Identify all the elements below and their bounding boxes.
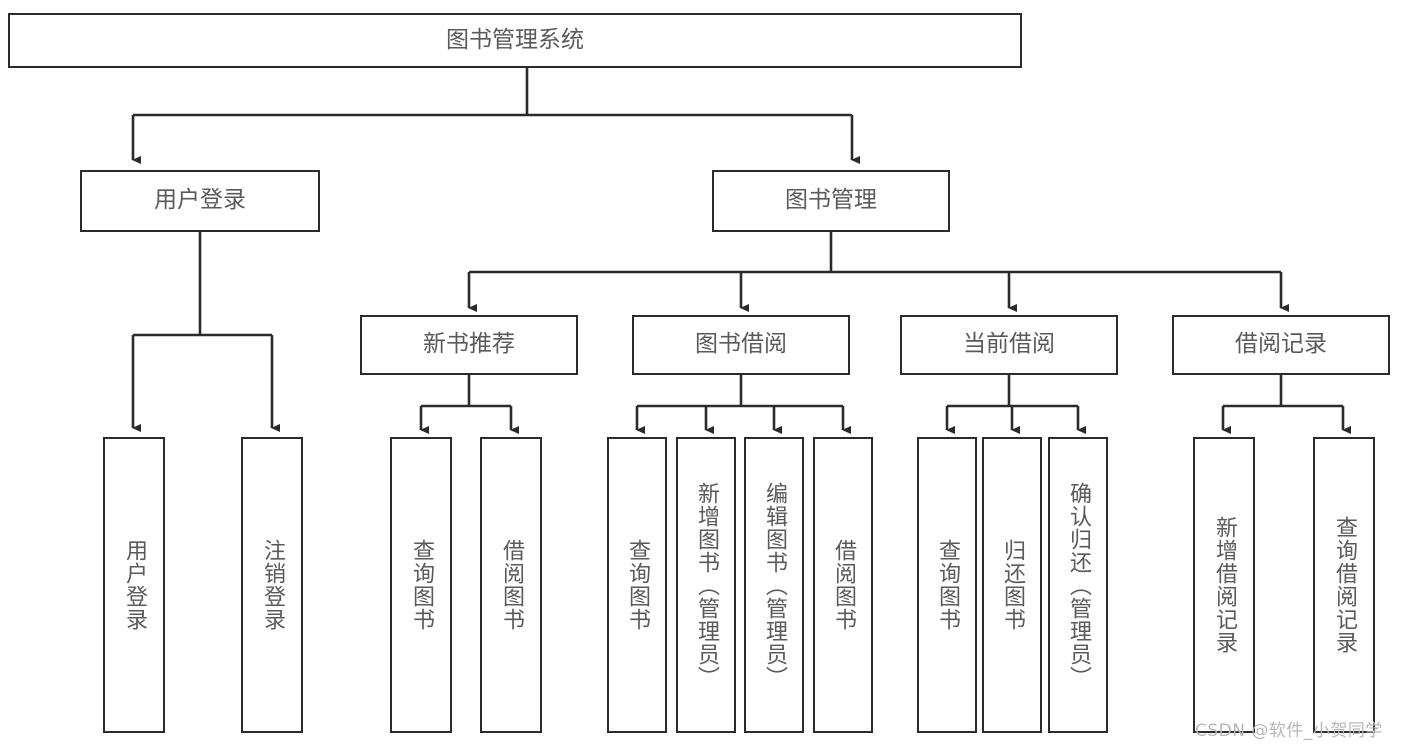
node-label: 新书推荐: [423, 331, 515, 358]
node-label: 查询图书: [625, 539, 650, 631]
node-label: 查询借阅记录: [1332, 516, 1357, 654]
leaf-borrow-add-book-admin[interactable]: 新增图书（管理员）: [676, 437, 736, 733]
leaf-current-confirm-return-admin[interactable]: 确认归还（管理员）: [1048, 437, 1108, 733]
node-label: 编辑图书（管理员）: [762, 481, 787, 689]
node-label: 图书借阅: [695, 331, 787, 358]
leaf-borrow-query-book[interactable]: 查询图书: [607, 437, 667, 733]
node-label: 图书管理: [785, 187, 877, 214]
leaf-record-add-record[interactable]: 新增借阅记录: [1193, 437, 1255, 733]
node-label: 查询图书: [409, 539, 434, 631]
leaf-recommend-query-book[interactable]: 查询图书: [390, 437, 452, 733]
node-book-borrow[interactable]: 图书借阅: [632, 315, 850, 375]
leaf-recommend-borrow-book[interactable]: 借阅图书: [480, 437, 542, 733]
node-label: 查询图书: [935, 539, 960, 631]
node-label: 归还图书: [1000, 539, 1025, 631]
leaf-current-return-book[interactable]: 归还图书: [982, 437, 1042, 733]
node-new-book-recommend[interactable]: 新书推荐: [360, 315, 578, 375]
leaf-user-logout[interactable]: 注销登录: [241, 437, 303, 733]
leaf-current-query-book[interactable]: 查询图书: [917, 437, 977, 733]
node-borrow-record[interactable]: 借阅记录: [1172, 315, 1390, 375]
node-label: 当前借阅: [963, 331, 1055, 358]
leaf-borrow-edit-book-admin[interactable]: 编辑图书（管理员）: [744, 437, 804, 733]
leaf-record-query-record[interactable]: 查询借阅记录: [1313, 437, 1375, 733]
node-label: 图书管理系统: [446, 26, 584, 53]
node-label: 注销登录: [260, 539, 285, 631]
node-label: 确认归还（管理员）: [1066, 481, 1091, 689]
node-current-borrow[interactable]: 当前借阅: [900, 315, 1118, 375]
node-label: 借阅记录: [1235, 331, 1327, 358]
node-label: 新增借阅记录: [1212, 516, 1237, 654]
node-label: 新增图书（管理员）: [694, 481, 719, 689]
node-book-management[interactable]: 图书管理: [712, 170, 950, 232]
node-root[interactable]: 图书管理系统: [8, 13, 1022, 68]
node-label: 借阅图书: [831, 539, 856, 631]
node-label: 用户登录: [122, 539, 147, 631]
leaf-user-login[interactable]: 用户登录: [103, 437, 165, 733]
node-label: 用户登录: [154, 187, 246, 214]
node-user-login[interactable]: 用户登录: [80, 170, 320, 232]
watermark-text: CSDN @软件_小贺同学: [1195, 721, 1383, 741]
leaf-borrow-borrow-book[interactable]: 借阅图书: [813, 437, 873, 733]
node-label: 借阅图书: [499, 539, 524, 631]
